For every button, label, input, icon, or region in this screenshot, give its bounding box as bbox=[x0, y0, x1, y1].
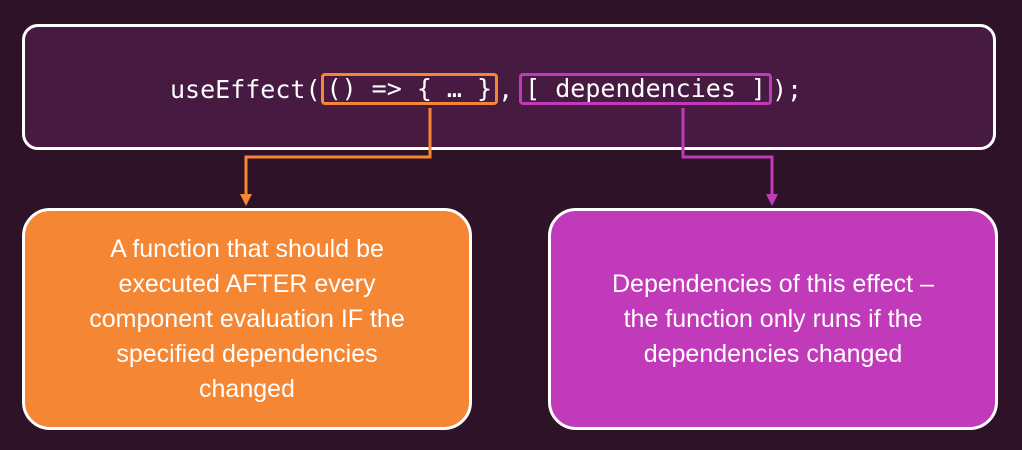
dependencies-callout: Dependencies of this effect – the functi… bbox=[548, 208, 998, 430]
code-box bbox=[22, 24, 996, 150]
code-suffix: ); bbox=[771, 74, 803, 104]
dependencies-callout-text: Dependencies of this effect – the functi… bbox=[612, 269, 934, 368]
function-callout: A function that should be executed AFTER… bbox=[22, 208, 472, 430]
code-prefix: useEffect( bbox=[170, 74, 321, 104]
code-line: useEffect(() => { … },[ dependencies ]); bbox=[170, 73, 803, 105]
function-callout-text: A function that should be executed AFTER… bbox=[89, 234, 405, 403]
function-highlight: () => { … } bbox=[320, 73, 499, 105]
dependencies-highlight: [ dependencies ] bbox=[519, 73, 772, 105]
code-separator: , bbox=[498, 74, 514, 104]
